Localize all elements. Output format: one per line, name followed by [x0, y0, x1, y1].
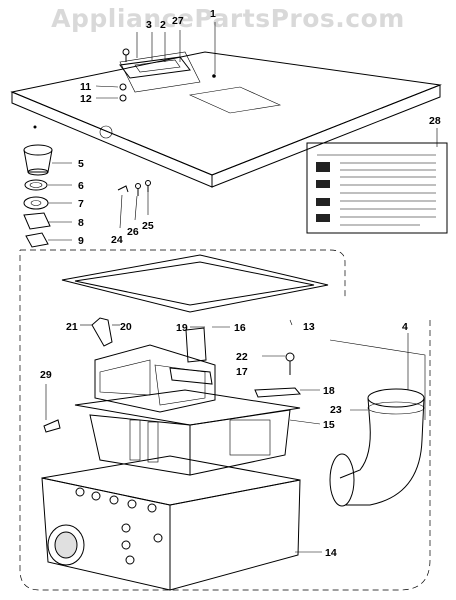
callout-22[interactable]: 22: [236, 351, 248, 363]
filter-housing[interactable]: [74, 389, 301, 476]
top-cover[interactable]: [10, 51, 442, 188]
washer-12[interactable]: [119, 94, 127, 102]
bracket-16-19[interactable]: [169, 327, 213, 385]
lid-gasket[interactable]: [61, 254, 329, 313]
callout-20[interactable]: 20: [120, 321, 132, 333]
callout-numbers: 1 2 3 27 11 12 5 6 7 8 9 24 26 25 28 13 …: [40, 8, 441, 559]
callout-13[interactable]: 13: [303, 321, 315, 333]
callout-5[interactable]: 5: [78, 158, 84, 170]
callout-9[interactable]: 9: [78, 235, 84, 247]
callout-29[interactable]: 29: [40, 369, 52, 381]
filter-screen[interactable]: [94, 344, 216, 413]
hinge-plate[interactable]: [119, 48, 191, 79]
callout-18[interactable]: 18: [323, 385, 335, 397]
callout-14[interactable]: 14: [325, 547, 337, 559]
warning-label[interactable]: [306, 142, 448, 234]
base-tub[interactable]: [41, 455, 301, 591]
callout-2[interactable]: 2: [160, 19, 166, 31]
callout-1[interactable]: 1: [210, 8, 216, 20]
callout-23[interactable]: 23: [330, 404, 342, 416]
callout-21[interactable]: 21: [66, 321, 78, 333]
callout-8[interactable]: 8: [78, 217, 84, 229]
leader-lines: [45, 22, 438, 553]
screws-24-25-26[interactable]: [117, 180, 151, 197]
callout-3[interactable]: 3: [146, 19, 152, 31]
exhaust-elbow[interactable]: [329, 388, 425, 507]
elbow-bracket: [329, 339, 426, 420]
callout-11[interactable]: 11: [80, 81, 91, 93]
callout-12[interactable]: 12: [80, 93, 92, 105]
callout-19[interactable]: 19: [176, 322, 188, 334]
assembly-outline: [19, 249, 431, 591]
ring-6[interactable]: [24, 179, 48, 191]
screw-11[interactable]: [119, 83, 127, 91]
callout-16[interactable]: 16: [234, 322, 246, 334]
callout-26[interactable]: 26: [127, 226, 139, 238]
clip-9[interactable]: [25, 232, 49, 248]
clip-8[interactable]: [23, 212, 51, 230]
callout-6[interactable]: 6: [78, 180, 84, 192]
callout-7[interactable]: 7: [78, 198, 84, 210]
bezel-7[interactable]: [23, 196, 49, 210]
callout-27[interactable]: 27: [172, 15, 184, 27]
fastener-29[interactable]: [43, 419, 61, 433]
callout-24[interactable]: 24: [111, 234, 123, 246]
plate-18[interactable]: [254, 387, 302, 398]
knob-5[interactable]: [23, 144, 53, 176]
screw-22[interactable]: [285, 352, 295, 375]
filter-clip-20[interactable]: [91, 317, 113, 347]
callout-25[interactable]: 25: [142, 220, 154, 232]
callout-15[interactable]: 15: [323, 419, 335, 431]
callout-28[interactable]: 28: [429, 115, 441, 127]
watermark: AppliancePartsPros.com: [51, 4, 405, 33]
callout-17[interactable]: 17: [236, 366, 248, 378]
callout-4[interactable]: 4: [402, 321, 408, 333]
